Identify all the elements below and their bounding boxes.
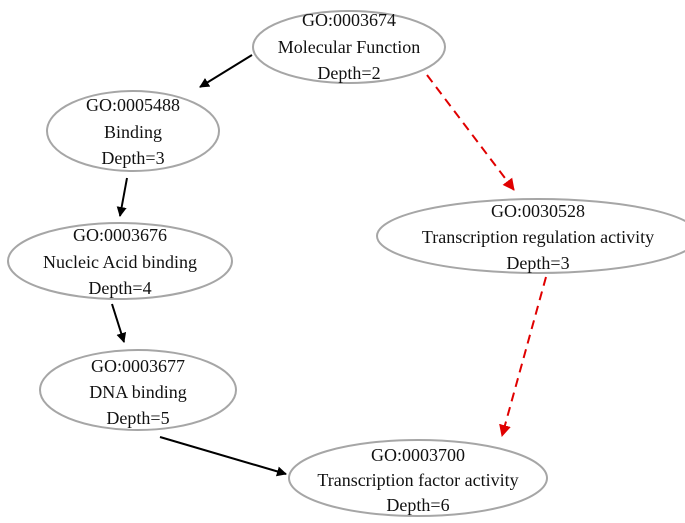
node-depth: Depth=3 — [506, 253, 569, 273]
node-go-id: GO:0005488 — [86, 95, 180, 115]
edge-dna-binding-to-tf-activity — [159, 436, 287, 477]
edge-mf-to-transcription-regulation — [426, 74, 515, 191]
node-transcription-factor-activity[interactable]: GO:0003700 Transcription factor activity… — [288, 439, 548, 517]
node-depth: Depth=4 — [88, 278, 151, 298]
node-molecular-function[interactable]: GO:0003674 Molecular Function Depth=2 — [252, 10, 446, 84]
node-binding[interactable]: GO:0005488 Binding Depth=3 — [46, 90, 220, 172]
node-term-name: Molecular Function — [278, 37, 420, 57]
node-go-id: GO:0003676 — [73, 225, 167, 245]
node-ellipse — [252, 10, 446, 84]
node-depth: Depth=3 — [101, 148, 164, 168]
edge-transcription-regulation-to-tf-activity — [499, 276, 547, 437]
node-ellipse — [288, 439, 548, 517]
node-nucleic-acid-binding[interactable]: GO:0003676 Nucleic Acid binding Depth=4 — [7, 222, 233, 300]
node-depth: Depth=2 — [317, 63, 380, 83]
edge-nucleic-acid-binding-to-dna-binding — [111, 303, 127, 343]
node-term-name: Binding — [104, 122, 162, 142]
node-term-name: Transcription factor activity — [317, 470, 518, 490]
edge-mf-to-binding — [199, 54, 253, 88]
node-dna-binding[interactable]: GO:0003677 DNA binding Depth=5 — [39, 349, 237, 431]
node-ellipse — [46, 90, 220, 172]
node-term-name: DNA binding — [89, 382, 187, 402]
node-ellipse — [7, 222, 233, 300]
node-ellipse — [39, 349, 237, 431]
node-go-id: GO:0003677 — [91, 356, 185, 376]
edges — [111, 54, 547, 477]
node-depth: Depth=6 — [386, 495, 449, 515]
node-go-id: GO:0030528 — [491, 201, 585, 221]
node-term-name: Transcription regulation activity — [422, 227, 654, 247]
node-transcription-regulation-activity[interactable]: GO:0030528 Transcription regulation acti… — [376, 198, 685, 274]
edge-binding-to-nucleic-acid-binding — [116, 177, 128, 217]
node-depth: Depth=5 — [106, 408, 169, 428]
node-term-name: Nucleic Acid binding — [43, 252, 197, 272]
node-go-id: GO:0003700 — [371, 445, 465, 465]
node-ellipse — [376, 198, 685, 274]
node-go-id: GO:0003674 — [302, 10, 396, 30]
